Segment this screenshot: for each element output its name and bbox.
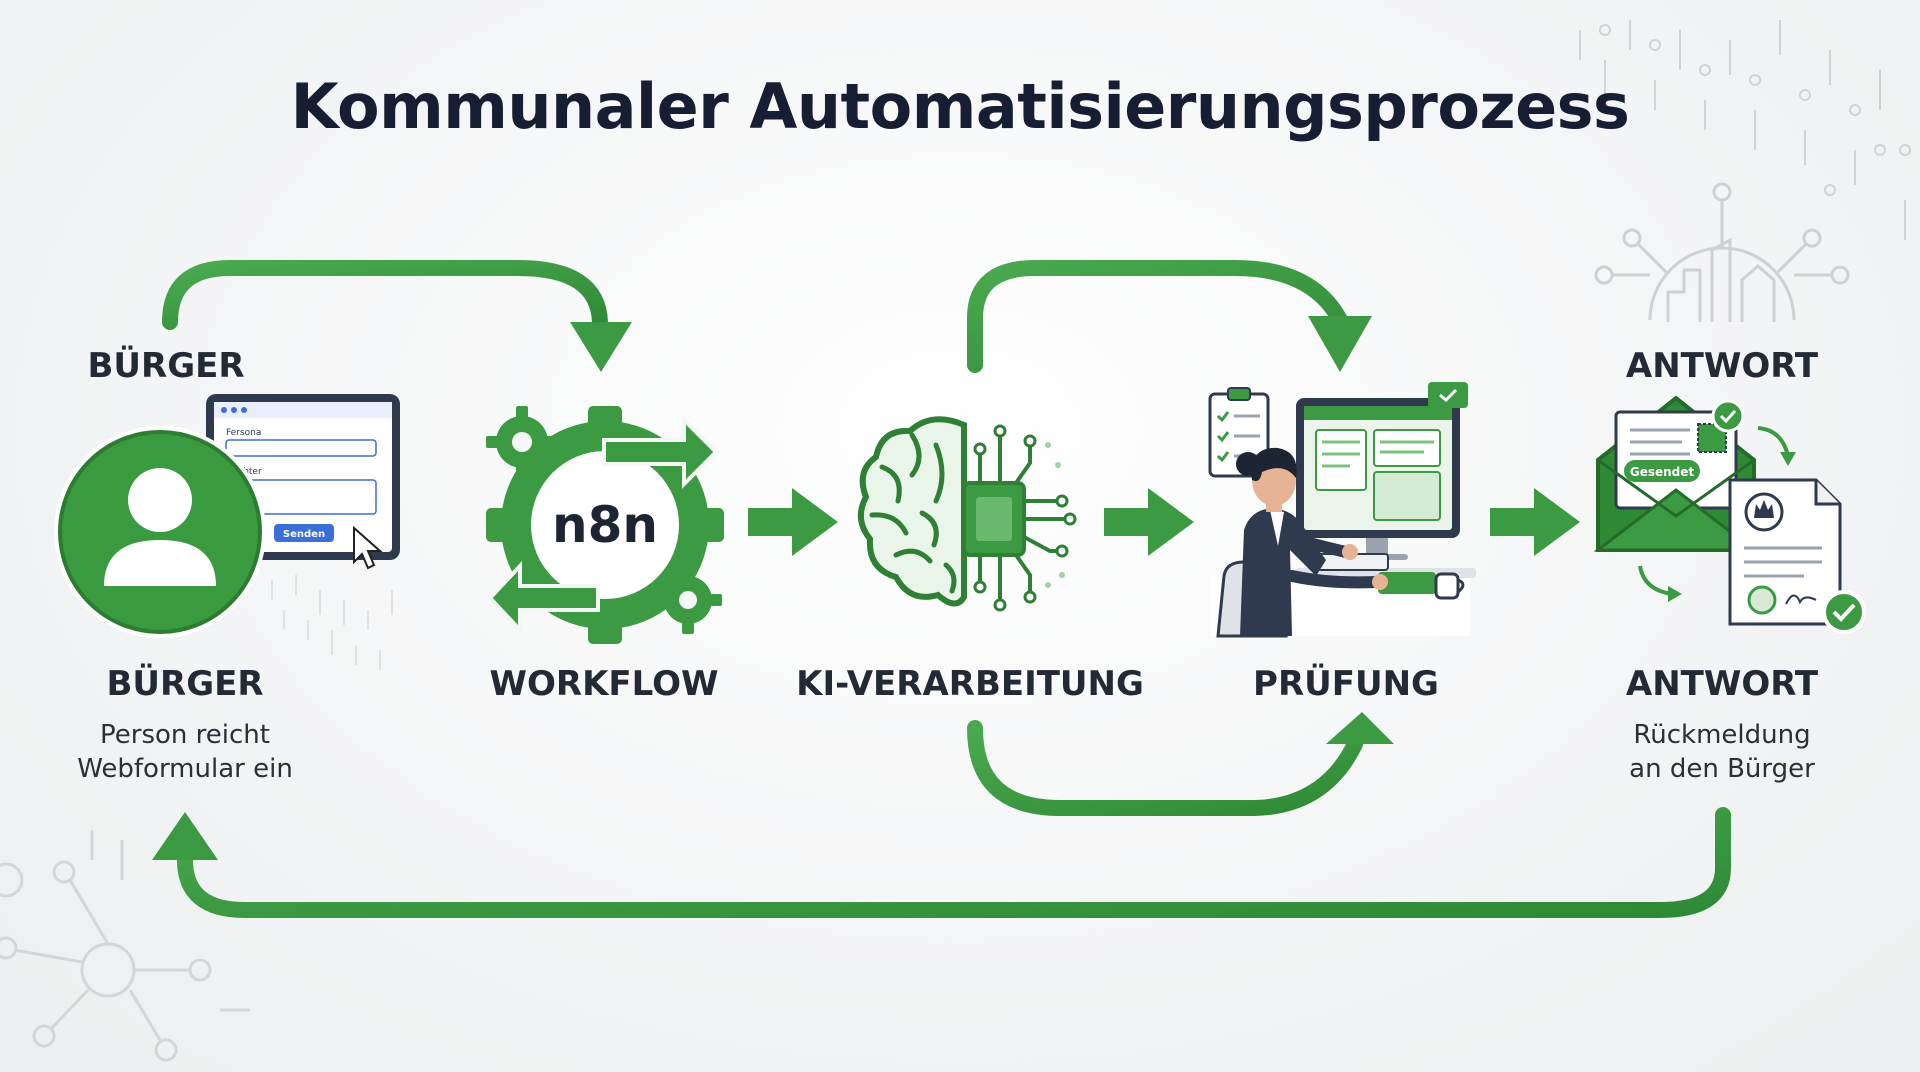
stage-buerger-desc-line1: Person reicht [100,720,270,750]
binary-trail-pattern [271,575,393,670]
stage-pruefung-illustration [1208,382,1476,638]
arrowhead-pruefung-bottom [1326,712,1394,744]
stage-buerger-label: BÜRGER [106,664,264,704]
arrow-antwort-to-buerger [177,807,1731,918]
stage-antwort-desc-line2: an den Bürger [1629,754,1815,784]
arrow-buerger-to-workflow [162,260,608,330]
gear-icon: n8n [486,406,724,644]
stage-antwort-illustration: Gesendet [1593,395,1866,634]
stage-workflow-illustration: n8n [486,406,724,644]
arrow-ki-to-pruefung-top [967,260,1348,373]
arrow-ki-to-pruefung [1104,488,1194,556]
stage-buerger-desc-line2: Webformular ein [77,754,293,784]
binary-pattern [1579,20,1911,240]
user-icon [54,426,266,638]
stage-buerger-illustration: Fersona Nachter Senden [54,394,400,638]
stage-ki-label: KI-VERARBEITUNG [796,664,1144,704]
arrowhead-workflow [570,322,632,372]
cursor-icon [353,525,383,570]
arrow-pruefung-to-antwort [1490,488,1580,556]
network-nodes-icon [0,830,250,1062]
envelope-document-icon: Gesendet [1593,395,1866,634]
city-skyline-icon [1594,182,1850,322]
form-submit-label: Senden [283,529,325,540]
form-field1[interactable] [225,439,377,457]
sent-badge: Gesendet [1630,465,1695,479]
stage-antwort-description: Rückmeldung an den Bürger [1542,718,1902,786]
arrow-workflow-to-ki [748,488,838,556]
arrow-ki-to-pruefung-bottom [967,720,1363,816]
brain-chip-icon [857,416,1077,612]
stage-antwort-top-label: ANTWORT [1625,346,1819,386]
form-submit-button[interactable] [274,524,334,542]
arrowhead-pruefung-top [1308,316,1372,372]
stage-workflow-label: WORKFLOW [489,664,719,704]
stage-ki-illustration [857,416,1077,612]
stage-antwort-label: ANTWORT [1625,664,1819,704]
page-title: Kommunaler Automatisierungsprozess [290,70,1630,143]
stage-pruefung-label: PRÜFUNG [1253,664,1439,704]
form-field1-label: Fersona [226,428,261,438]
stage-buerger-description: Person reicht Webformular ein [5,718,365,786]
stage-antwort-desc-line1: Rückmeldung [1633,720,1811,750]
arrowhead-buerger [152,812,218,860]
reviewer-icon [1208,382,1476,638]
gear-text: n8n [552,496,658,554]
stage-buerger-top-label: BÜRGER [87,346,245,386]
